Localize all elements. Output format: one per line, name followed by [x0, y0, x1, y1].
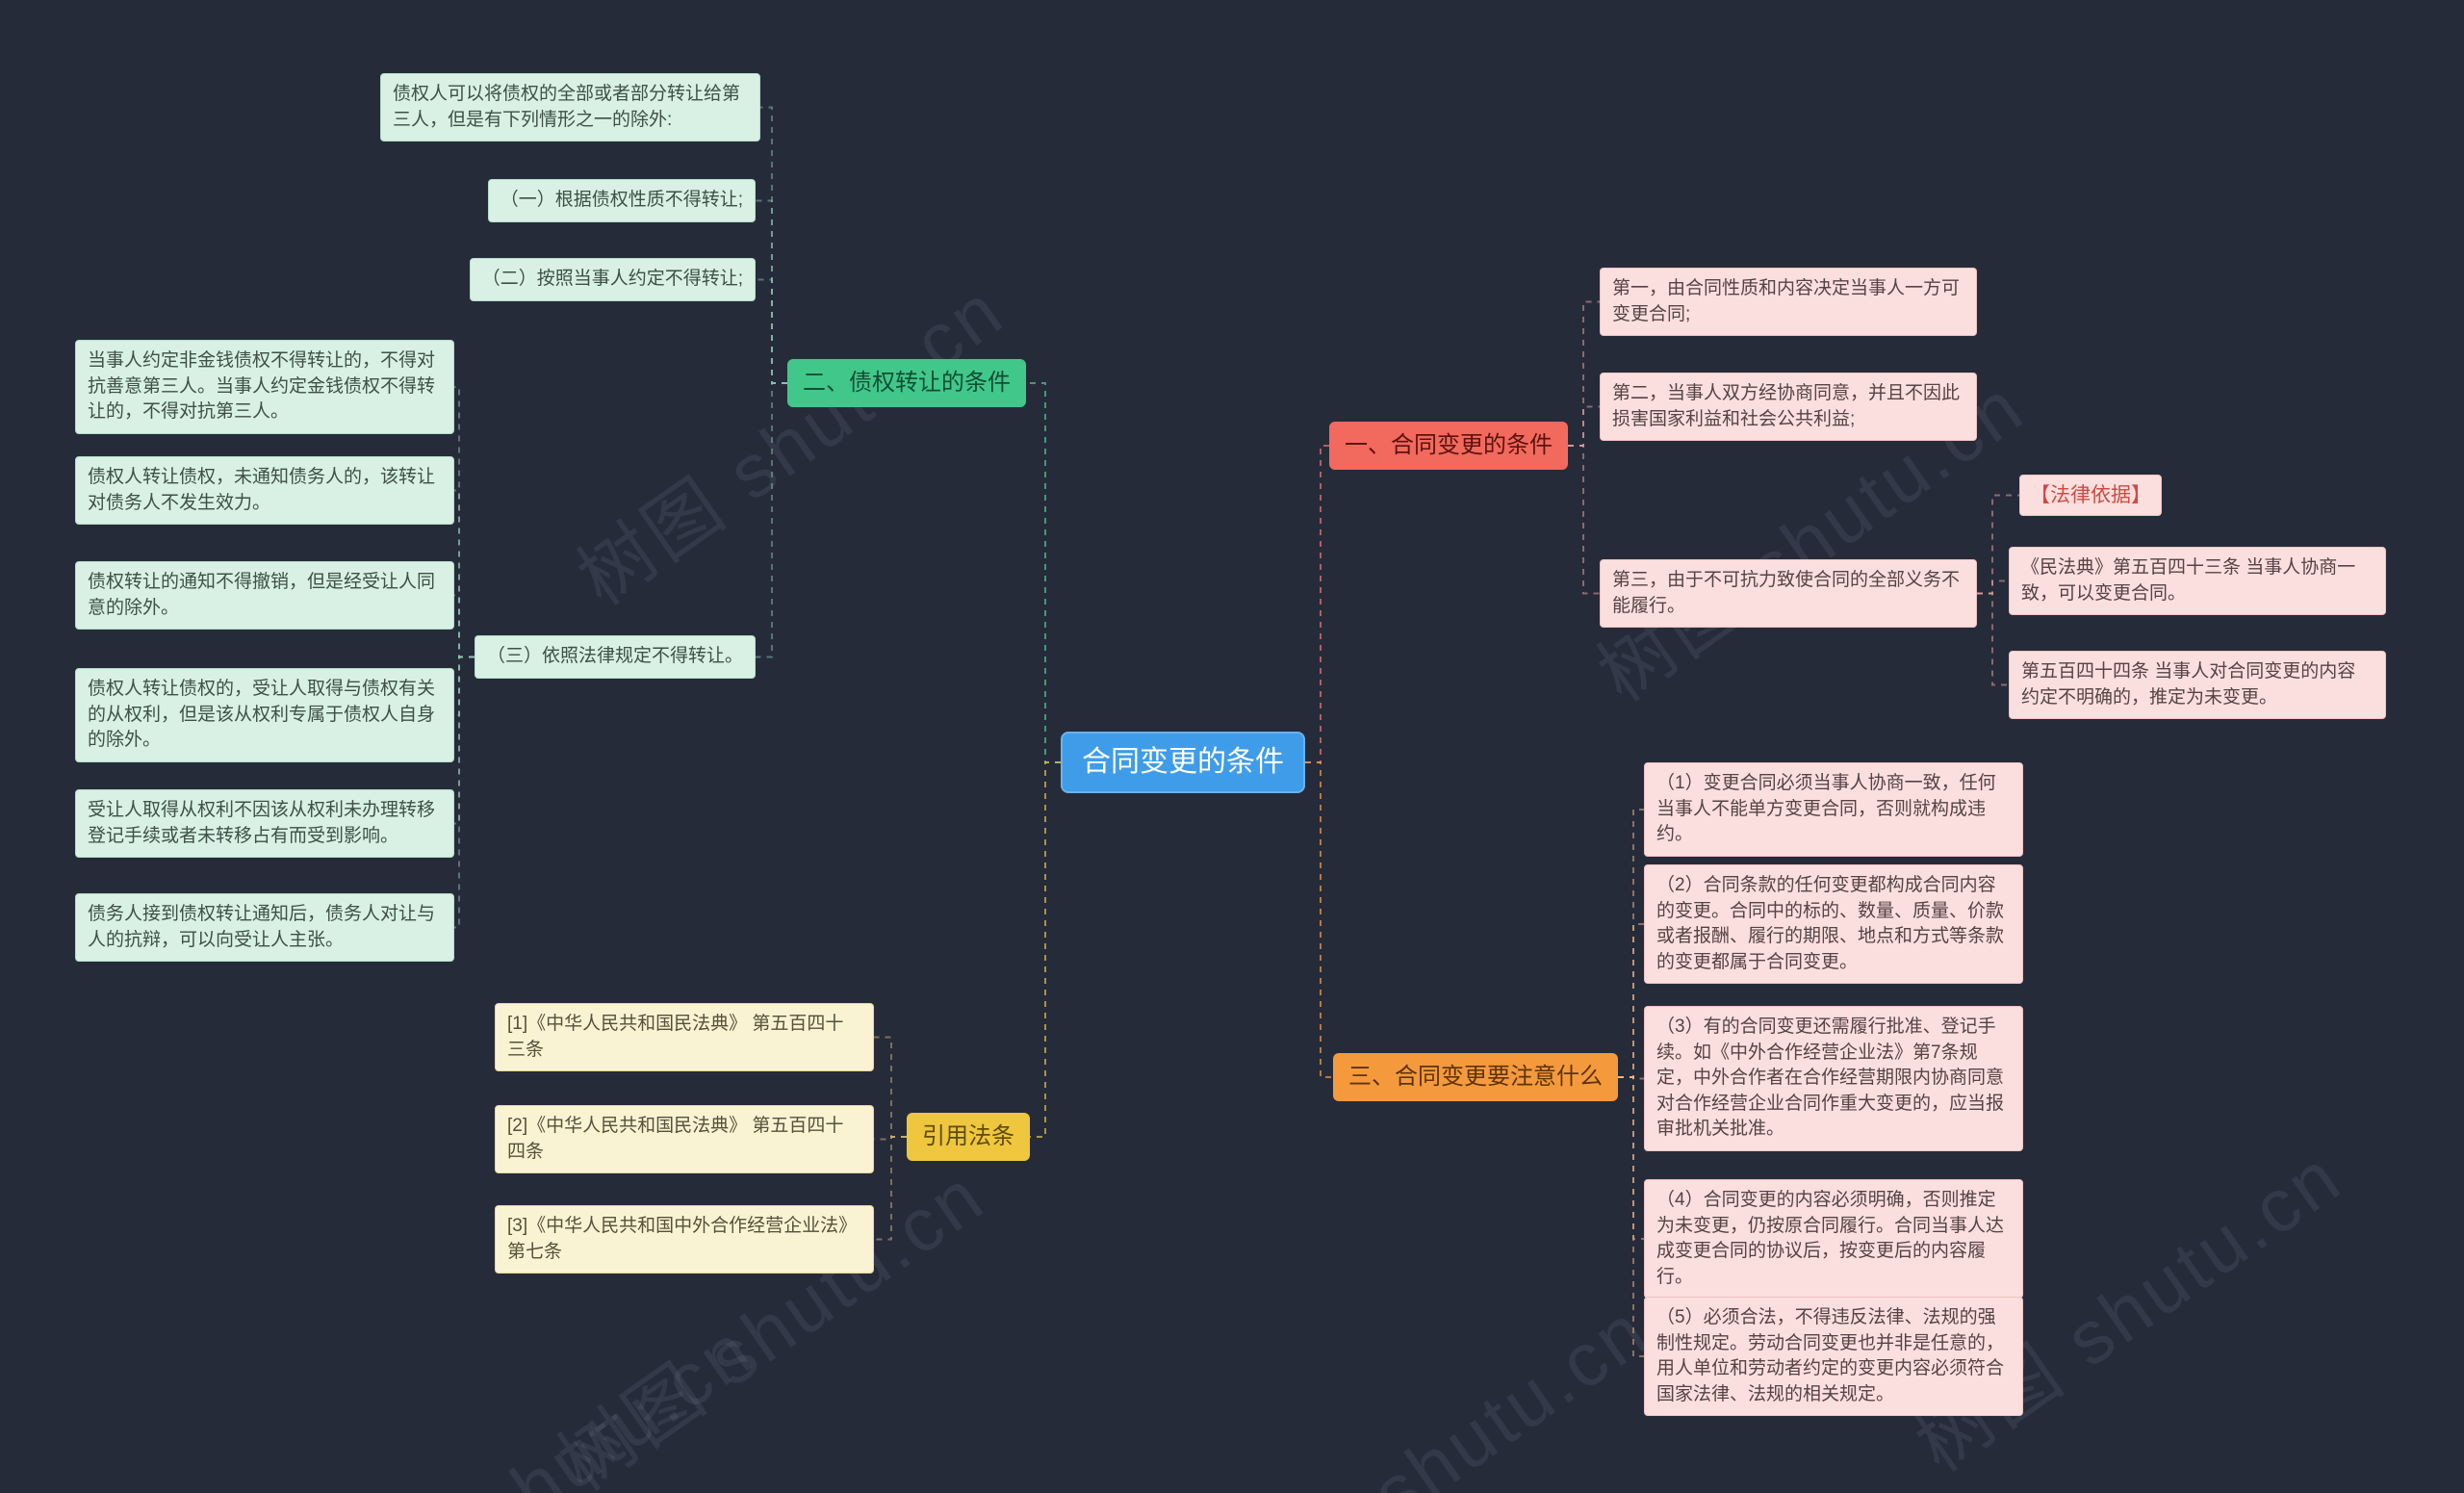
note-1-node[interactable]: （1）变更合同必须当事人协商一致，任何当事人不能单方变更合同，否则就构成违约。 [1644, 762, 2023, 857]
citation-2-node[interactable]: [2]《中华人民共和国民法典》 第五百四十四条 [495, 1105, 874, 1174]
transfer-exception-2-node[interactable]: （二）按照当事人约定不得转让; [469, 258, 756, 301]
watermark: 树图 shutu.cn [543, 1151, 1000, 1493]
note-3-node[interactable]: （3）有的合同变更还需履行批准、登记手续。如《中外合作经营企业法》第7条规定，中… [1644, 1006, 2023, 1151]
legal-basis-item-2-node[interactable]: 第五百四十四条 当事人对合同变更的内容约定不明确的，推定为未变更。 [2009, 651, 2386, 720]
note-4-node[interactable]: （4）合同变更的内容必须明确，否则推定为未变更，仍按原合同履行。合同当事人达成变… [1644, 1179, 2023, 1300]
condition-2-node[interactable]: 第二，当事人双方经协商同意，并且不因此损害国家利益和社会公共利益; [1600, 373, 1977, 442]
branch-notes-node[interactable]: 三、合同变更要注意什么 [1333, 1053, 1618, 1101]
transfer-rule-3-node[interactable]: 债权转让的通知不得撤销，但是经受让人同意的除外。 [75, 561, 454, 631]
legal-basis-item-1-node[interactable]: 《民法典》第五百四十三条 当事人协商一致，可以变更合同。 [2009, 547, 2386, 616]
transfer-exception-3-node[interactable]: （三）依照法律规定不得转让。 [474, 635, 756, 679]
transfer-rule-1-node[interactable]: 当事人约定非金钱债权不得转让的，不得对抗善意第三人。当事人约定金钱债权不得转让的… [75, 340, 454, 434]
watermark: 树图 shutu.cn [1207, 1286, 1664, 1493]
branch-citations-node[interactable]: 引用法条 [907, 1113, 1030, 1161]
transfer-intro-node[interactable]: 债权人可以将债权的全部或者部分转让给第三人，但是有下列情形之一的除外: [380, 73, 760, 142]
note-2-node[interactable]: （2）合同条款的任何变更都构成合同内容的变更。合同中的标的、数量、质量、价款或者… [1644, 864, 2023, 985]
citation-1-node[interactable]: [1]《中华人民共和国民法典》 第五百四十三条 [495, 1003, 874, 1072]
legal-basis-node[interactable]: 【法律依据】 [2019, 475, 2162, 517]
mindmap-center-node[interactable]: 合同变更的条件 [1061, 732, 1305, 793]
watermark: 树图 shutu.cn [312, 1305, 769, 1493]
condition-1-node[interactable]: 第一，由合同性质和内容决定当事人一方可变更合同; [1600, 268, 1977, 337]
condition-3-node[interactable]: 第三，由于不可抗力致使合同的全部义务不能履行。 [1600, 559, 1977, 629]
transfer-rule-2-node[interactable]: 债权人转让债权，未通知债务人的，该转让对债务人不发生效力。 [75, 456, 454, 526]
note-5-node[interactable]: （5）必须合法，不得违反法律、法规的强制性规定。劳动合同变更也并非是任意的，用人… [1644, 1297, 2023, 1417]
transfer-exception-1-node[interactable]: （一）根据债权性质不得转让; [487, 179, 756, 222]
transfer-rule-6-node[interactable]: 债务人接到债权转让通知后，债务人对让与人的抗辩，可以向受让人主张。 [75, 893, 454, 963]
transfer-rule-4-node[interactable]: 债权人转让债权的，受让人取得与债权有关的从权利，但是该从权利专属于债权人自身的除… [75, 668, 454, 762]
citation-3-node[interactable]: [3]《中华人民共和国中外合作经营企业法》第七条 [495, 1205, 874, 1274]
branch-transfer-node[interactable]: 二、债权转让的条件 [787, 359, 1026, 407]
branch-conditions-node[interactable]: 一、合同变更的条件 [1329, 422, 1568, 470]
watermark: 树图 shutu.cn [562, 266, 1019, 622]
transfer-rule-5-node[interactable]: 受让人取得从权利不因该从权利未办理转移登记手续或者未转移占有而受到影响。 [75, 789, 454, 859]
